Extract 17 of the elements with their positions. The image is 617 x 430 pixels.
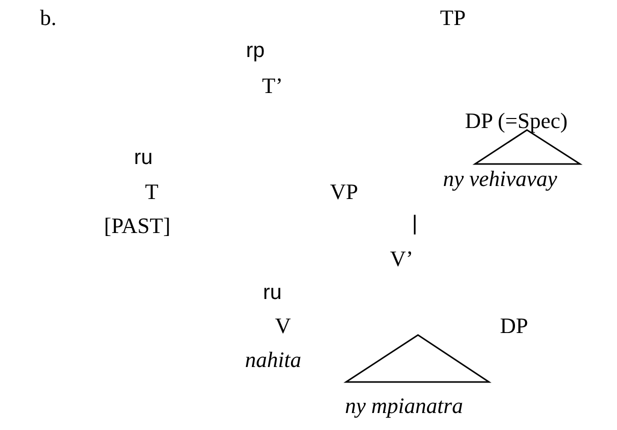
tree-node-label: DP (500, 314, 528, 338)
tree-node-label: TP (440, 6, 466, 30)
item-letter: b. (40, 6, 56, 30)
tree-node-label: V’ (390, 247, 414, 271)
branch-glyph: | (412, 212, 418, 236)
branch-glyph: ru (263, 281, 282, 305)
tree-node-label: VP (330, 180, 358, 204)
tree-node-label: V (275, 314, 291, 338)
branch-glyph: rp (246, 39, 265, 63)
word-label: ny mpianatra (345, 394, 463, 418)
tree-node-label: DP (=Spec) (465, 109, 568, 133)
tree-node-label: T’ (262, 74, 283, 98)
branch-glyph: ru (134, 146, 153, 170)
word-label: ny vehivavay (443, 167, 558, 191)
tree-node-label: T (145, 180, 158, 204)
feature-label: [PAST] (104, 214, 170, 238)
word-label: nahita (245, 348, 302, 372)
